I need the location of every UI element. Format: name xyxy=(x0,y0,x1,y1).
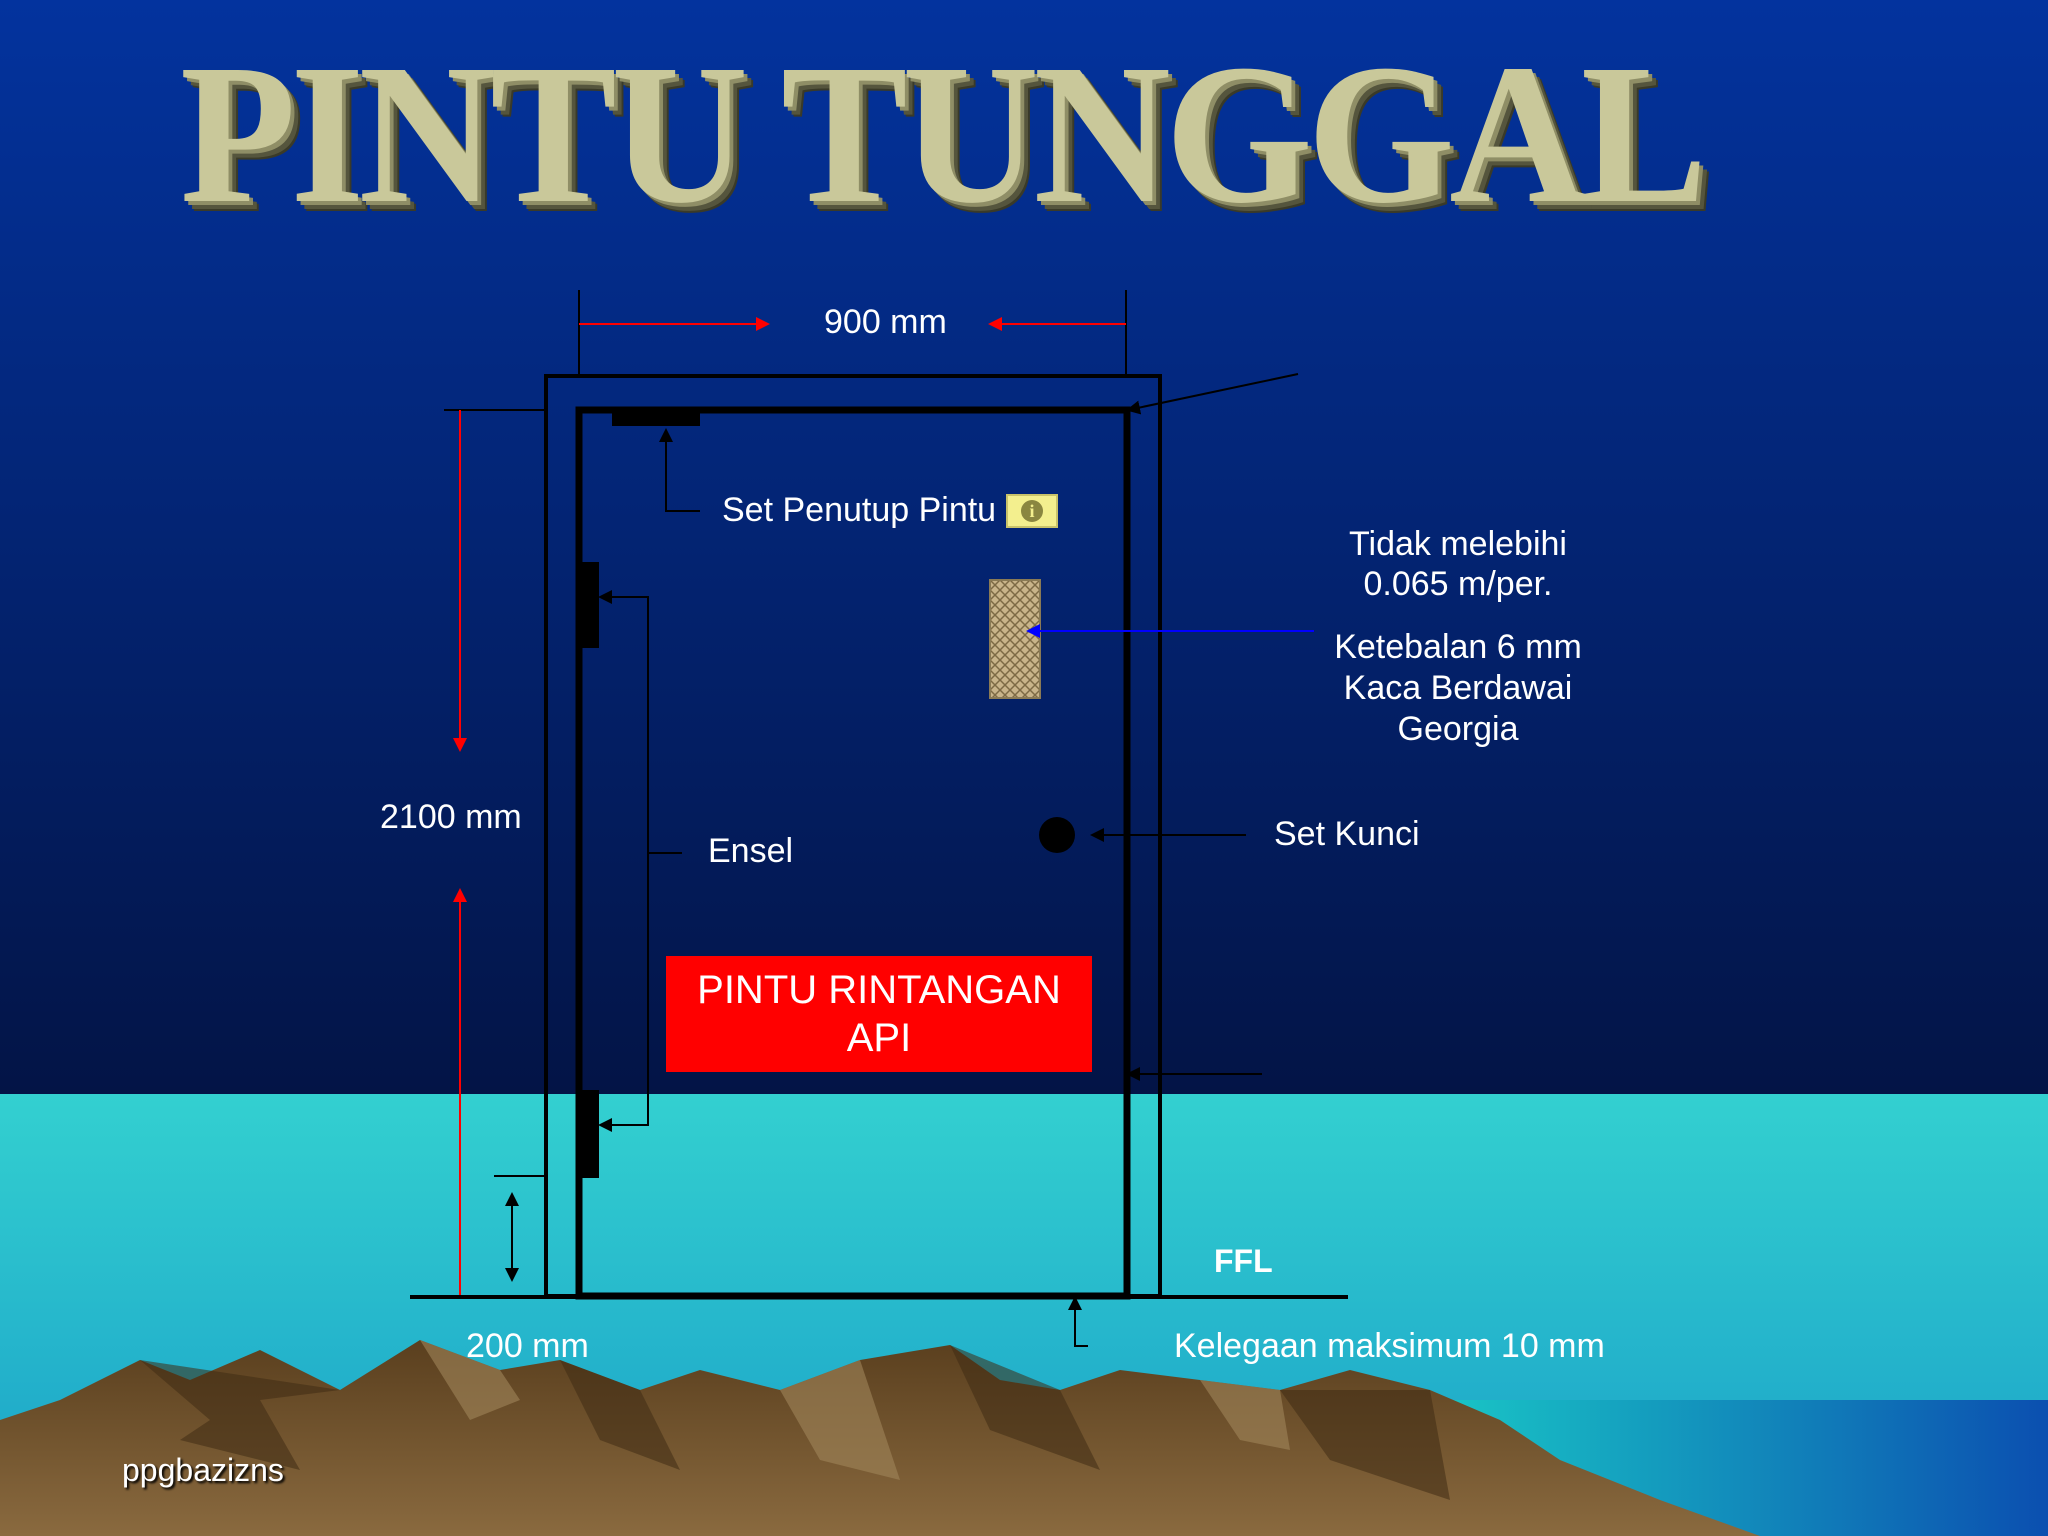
lock-knob xyxy=(1039,817,1075,853)
footer-credit: ppgbazizns xyxy=(122,1452,284,1488)
lock-label: Set Kunci xyxy=(1274,815,1420,853)
info-icon[interactable]: i xyxy=(1006,494,1058,528)
clearance-leader xyxy=(1068,1296,1088,1347)
hinge-leader-bottom xyxy=(598,853,649,1132)
glass-desc-line1: Ketebalan 6 mm xyxy=(1334,628,1582,666)
width-label: 900 mm xyxy=(824,303,947,341)
glass-note-line2: 0.065 m/per. xyxy=(1363,565,1553,603)
fire-door-sign-line1: PINTU RINTANGAN xyxy=(697,968,1061,1012)
glass-desc-line2: Kaca Berdawai xyxy=(1343,669,1573,707)
door-closer xyxy=(612,412,700,426)
closer-label: Set Penutup Pintu xyxy=(722,491,997,529)
hinge-leader-top xyxy=(598,590,682,854)
vision-panel xyxy=(989,579,1041,699)
ffl-label: FFL xyxy=(1214,1243,1273,1279)
hinge-bottom xyxy=(579,1090,599,1178)
hinge-label: Ensel xyxy=(708,832,794,870)
glass-note-line1: Tidak melebihi xyxy=(1349,525,1567,563)
slide-title: PINTU TUNGGAL xyxy=(180,24,1707,245)
bottom-gap-label: 200 mm xyxy=(466,1327,589,1365)
frame-arrow-top xyxy=(1126,373,1299,415)
hinge-top xyxy=(579,562,599,648)
sky-background xyxy=(0,0,2048,1094)
height-label: 2100 mm xyxy=(380,798,522,836)
mountain-light xyxy=(420,1340,1290,1480)
fire-door-sign: PINTU RINTANGAN API xyxy=(666,956,1092,1072)
clearance-label: Kelegaan maksimum 10 mm xyxy=(1174,1327,1605,1365)
fire-door-sign-line2: API xyxy=(846,1016,912,1060)
glass-desc-line3: Georgia xyxy=(1397,710,1519,748)
closer-leader xyxy=(659,428,700,512)
